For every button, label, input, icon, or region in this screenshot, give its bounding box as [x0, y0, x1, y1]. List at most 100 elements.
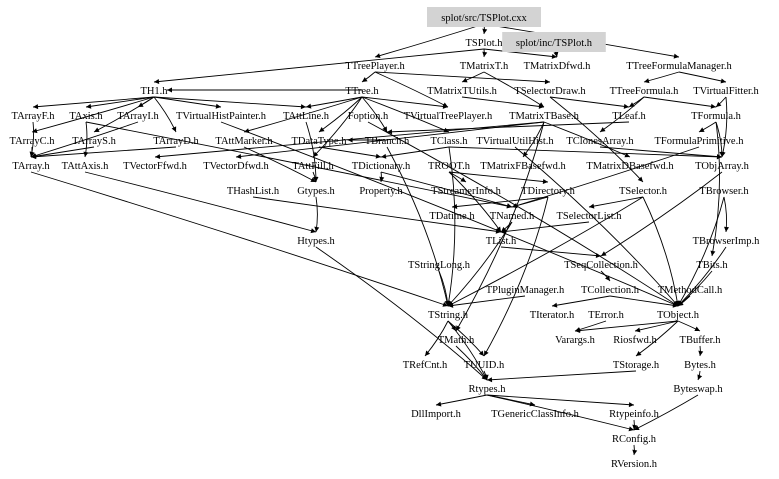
node-tmdbfwd[interactable]: TMatrixDBasefwd.h	[586, 161, 674, 172]
arrowhead-icon	[634, 425, 640, 430]
node-label: Gtypes.h	[297, 186, 335, 197]
node-tarrays[interactable]: TArrayS.h	[72, 136, 117, 147]
node-tsplot[interactable]: TSPlot.h	[465, 38, 503, 49]
node-rtypes[interactable]: Rtypes.h	[468, 384, 506, 395]
edge-ttreeplayer-to-tselectordraw	[374, 71, 551, 83]
node-tdirectory[interactable]: TDirectory.h	[521, 186, 576, 197]
arrowhead-icon	[381, 153, 387, 159]
node-th1[interactable]: TH1.h	[140, 86, 168, 97]
node-tattmarker[interactable]: TAttMarker.h	[215, 136, 273, 147]
node-troot[interactable]: TROOT.h	[428, 161, 471, 172]
arrowhead-icon	[86, 103, 92, 109]
node-tvirtualfitter[interactable]: TVirtualFitter.h	[693, 86, 759, 97]
node-tbrowser[interactable]: TBrowser.h	[699, 186, 749, 197]
node-tbits[interactable]: TBits.h	[696, 260, 728, 271]
edge-tbrowserimp-to-tobject	[677, 246, 727, 307]
node-tfp[interactable]: TFormulaPrimitive.h	[655, 136, 745, 147]
node-bytes[interactable]: Bytes.h	[684, 360, 717, 371]
node-tleaf[interactable]: TLeaf.h	[612, 111, 646, 122]
node-tgci[interactable]: TGenericClassInfo.h	[491, 409, 580, 420]
node-tstring[interactable]: TString.h	[428, 310, 469, 321]
node-tselectorlist[interactable]: TSelectorList.h	[556, 211, 622, 222]
arrowhead-icon	[678, 301, 684, 306]
node-htypes[interactable]: Htypes.h	[297, 236, 335, 247]
node-tclonesarray[interactable]: TClonesArray.h	[566, 136, 634, 147]
node-taxis[interactable]: TAxis.h	[69, 111, 103, 122]
node-tarrayc[interactable]: TArrayC.h	[10, 136, 56, 147]
node-tbranch[interactable]: TBranch.h	[365, 136, 410, 147]
node-tobjarray[interactable]: TObjArray.h	[695, 161, 749, 172]
node-tpluginmanager[interactable]: TPluginManager.h	[486, 285, 565, 296]
node-tselectordraw[interactable]: TSelectorDraw.h	[514, 86, 586, 97]
node-tarray[interactable]: TArray.h	[12, 161, 50, 172]
node-tmatrixtbase[interactable]: TMatrixTBase.h	[509, 111, 579, 122]
node-tattfill[interactable]: TAttFill.h	[292, 161, 334, 172]
node-titerator[interactable]: TIterator.h	[530, 310, 575, 321]
node-rconfig[interactable]: RConfig.h	[612, 434, 657, 445]
node-tcollection[interactable]: TCollection.h	[581, 285, 640, 296]
node-thashlist[interactable]: THashList.h	[227, 186, 280, 197]
node-tmatrixdfwd[interactable]: TMatrixDfwd.h	[524, 61, 592, 72]
node-property[interactable]: Property.h	[359, 186, 403, 197]
node-tobject[interactable]: TObject.h	[657, 310, 700, 321]
node-tmfbfwd[interactable]: TMatrixFBasefwd.h	[480, 161, 566, 172]
node-tnamed[interactable]: TNamed.h	[490, 211, 535, 222]
node-src[interactable]: splot/src/TSPlot.cxx	[427, 7, 541, 27]
node-tdictionary[interactable]: TDictionary.h	[352, 161, 411, 172]
node-inc[interactable]: splot/inc/TSPlot.h	[502, 32, 606, 52]
node-riosfwd[interactable]: Riosfwd.h	[613, 335, 657, 346]
node-tseqcollection[interactable]: TSeqCollection.h	[564, 260, 639, 271]
arrowhead-icon	[724, 226, 729, 232]
node-tdatatype[interactable]: TDataType.h	[292, 136, 348, 147]
node-tmath[interactable]: TMath.h	[438, 335, 475, 346]
edge-ttree-to-tvtp	[361, 96, 449, 108]
node-ttree[interactable]: TTree.h	[345, 86, 379, 97]
node-terror[interactable]: TError.h	[588, 310, 625, 321]
node-tvectorffwd[interactable]: TVectorFfwd.h	[123, 161, 188, 172]
node-byteswap[interactable]: Byteswap.h	[673, 384, 723, 395]
node-tbrowserimp[interactable]: TBrowserImp.h	[693, 236, 761, 247]
node-tstringlong[interactable]: TStringLong.h	[408, 260, 471, 271]
node-varargs[interactable]: Varargs.h	[555, 335, 596, 346]
node-tformula[interactable]: TFormula.h	[691, 111, 742, 122]
node-tvectordfwd[interactable]: TVectorDfwd.h	[203, 161, 269, 172]
node-tattaxis[interactable]: TAttAxis.h	[62, 161, 109, 172]
node-rtypeinfo[interactable]: Rtypeinfo.h	[609, 409, 660, 420]
node-tarrayd[interactable]: TArrayD.h	[153, 136, 199, 147]
node-tarrayi[interactable]: TArrayI.h	[117, 111, 159, 122]
node-tvtp[interactable]: TVirtualTreePlayer.h	[404, 111, 493, 122]
edge-gtypes-to-htypes	[315, 196, 318, 233]
node-tstreamerinfo[interactable]: TStreamerInfo.h	[431, 186, 501, 197]
node-dllimport[interactable]: DllImport.h	[411, 409, 462, 420]
node-foption[interactable]: Foption.h	[348, 111, 389, 122]
node-tarrayf[interactable]: TArrayF.h	[12, 111, 56, 122]
arrowhead-icon	[538, 103, 544, 109]
arrowhead-icon	[215, 103, 221, 109]
node-gtypes[interactable]: Gtypes.h	[297, 186, 335, 197]
node-rversion[interactable]: RVersion.h	[611, 459, 658, 470]
node-tlist[interactable]: TList.h	[486, 236, 517, 247]
node-tvhp[interactable]: TVirtualHistPainter.h	[176, 111, 267, 122]
node-ttreeplayer[interactable]: TTreePlayer.h	[345, 61, 405, 72]
node-tselector[interactable]: TSelector.h	[619, 186, 668, 197]
node-tstorage[interactable]: TStorage.h	[613, 360, 660, 371]
edge-th1-to-tarrays	[93, 96, 155, 133]
node-label: Byteswap.h	[673, 384, 723, 395]
node-ttreeformula[interactable]: TTreeFormula.h	[610, 86, 679, 97]
arrowhead-icon	[595, 253, 601, 259]
edge-ttreeformula-to-tformula	[643, 96, 717, 108]
node-tmatrixt[interactable]: TMatrixT.h	[460, 61, 509, 72]
node-tbuffer[interactable]: TBuffer.h	[680, 335, 722, 346]
edge-tsplot-to-th1	[153, 48, 485, 83]
node-tvuh[interactable]: TVirtualUtilHist.h	[476, 136, 554, 147]
node-ttfm[interactable]: TTreeFormulaManager.h	[626, 61, 732, 72]
node-tmethodcall[interactable]: TMethodCall.h	[658, 285, 723, 296]
node-label: THashList.h	[227, 186, 280, 197]
node-trefcnt[interactable]: TRefCnt.h	[403, 360, 448, 371]
node-tattline[interactable]: TAttLine.h	[283, 111, 330, 122]
node-tclass[interactable]: TClass.h	[430, 136, 468, 147]
node-tdatime[interactable]: TDatime.h	[429, 211, 475, 222]
node-tmatrixtutils[interactable]: TMatrixTUtils.h	[427, 86, 497, 97]
node-label: TRefCnt.h	[403, 360, 448, 371]
node-tuuid[interactable]: TUUID.h	[464, 360, 505, 371]
